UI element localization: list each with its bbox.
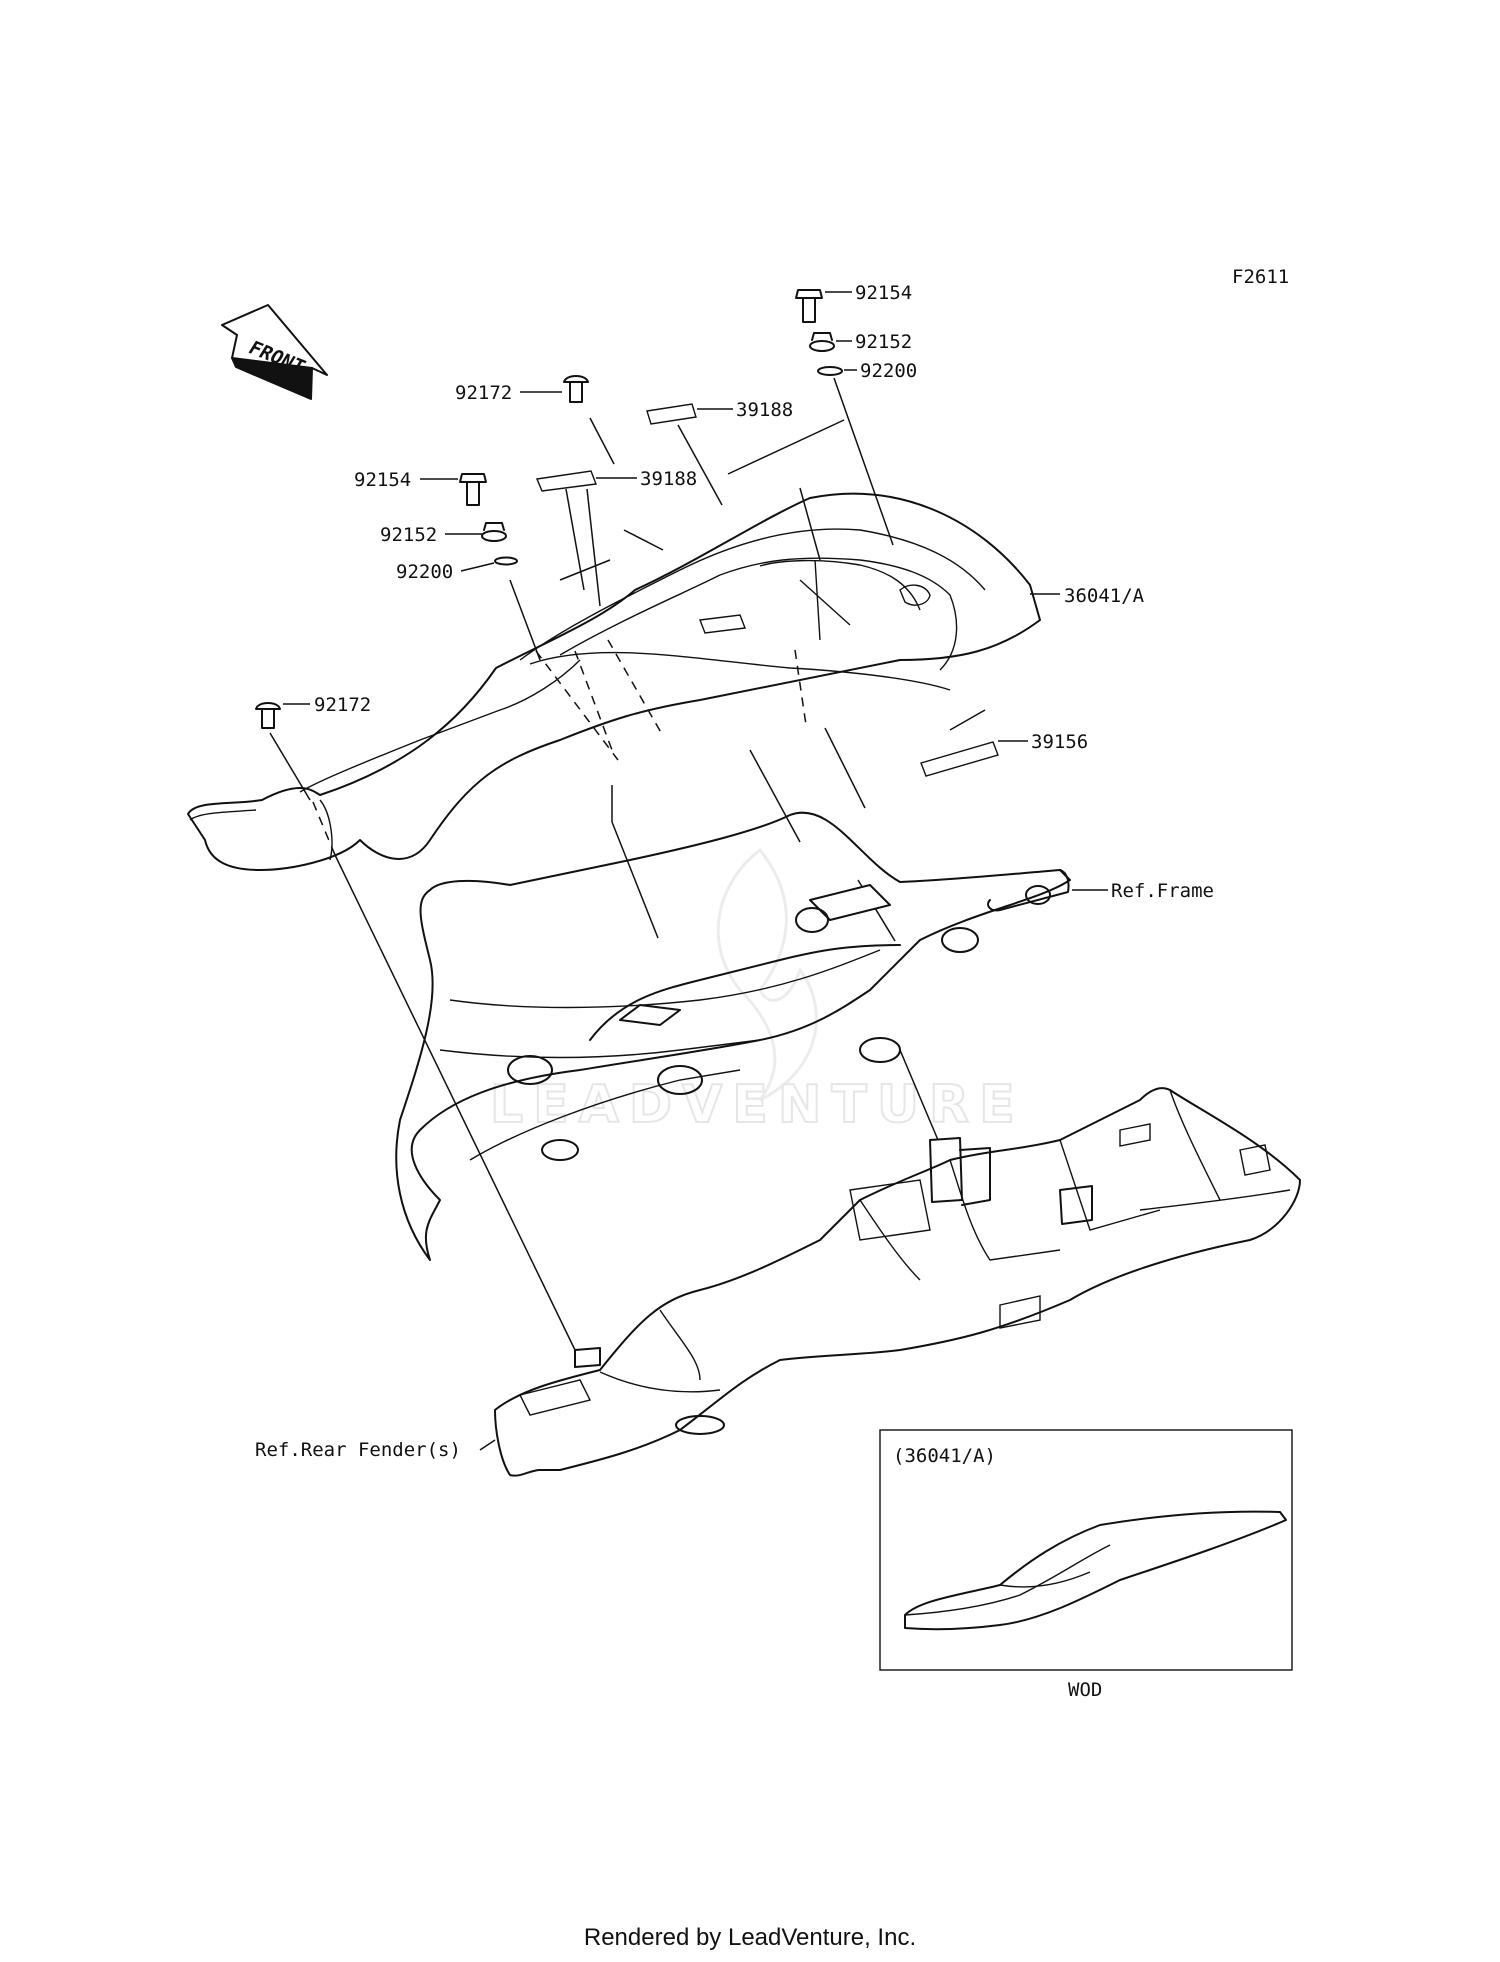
callout-36041a: 36041/A [1064,585,1145,607]
frame [395,811,1108,1261]
callout-92172-top: 92172 [455,382,512,404]
callout-92200-right: 92200 [860,360,917,382]
inset-title: (36041/A) [893,1445,996,1467]
callout-39188-left: 39188 [640,468,697,490]
nut-92152-left [445,522,507,542]
label-39156 [920,740,1028,777]
seat-cover-36041a [187,492,1041,871]
front-arrow: FRONT [221,304,328,400]
footer-credit: Rendered by LeadVenture, Inc. [584,1924,916,1951]
callout-ref-rear-fender: Ref.Rear Fender(s) [255,1439,461,1461]
washer-92200-right [817,366,857,376]
callout-92152-left: 92152 [380,524,437,546]
callout-39156: 39156 [1031,731,1088,753]
bolt-92154-left [420,473,487,506]
rivet-92172-left [255,702,310,729]
bolt-92154-right [795,289,852,323]
rivet-92172-top [520,375,589,403]
nut-92152-right [809,332,852,352]
callout-39188-right: 39188 [736,399,793,421]
callout-labels: 92154 92152 92200 92172 39188 39188 9215… [255,282,1214,1461]
callout-92172-left: 92172 [314,694,371,716]
watermark: LEADVENTURE [489,847,1025,1136]
inset-caption: WOD [1068,1679,1102,1701]
assembly-lines [269,377,986,1351]
rear-fender [479,1087,1301,1477]
callout-92152-right: 92152 [855,331,912,353]
callout-92154-left: 92154 [354,469,411,491]
label-39188-left [536,470,637,492]
washer-92200-left [460,556,518,572]
figure-code: F2611 [1232,266,1289,288]
callout-92200-left: 92200 [396,561,453,583]
inset-box: (36041/A) WOD [879,1429,1293,1701]
watermark-text: LEADVENTURE [490,1075,1025,1135]
callout-ref-frame: Ref.Frame [1111,880,1214,902]
callout-92154-right: 92154 [855,282,912,304]
label-39188-right [646,403,733,425]
